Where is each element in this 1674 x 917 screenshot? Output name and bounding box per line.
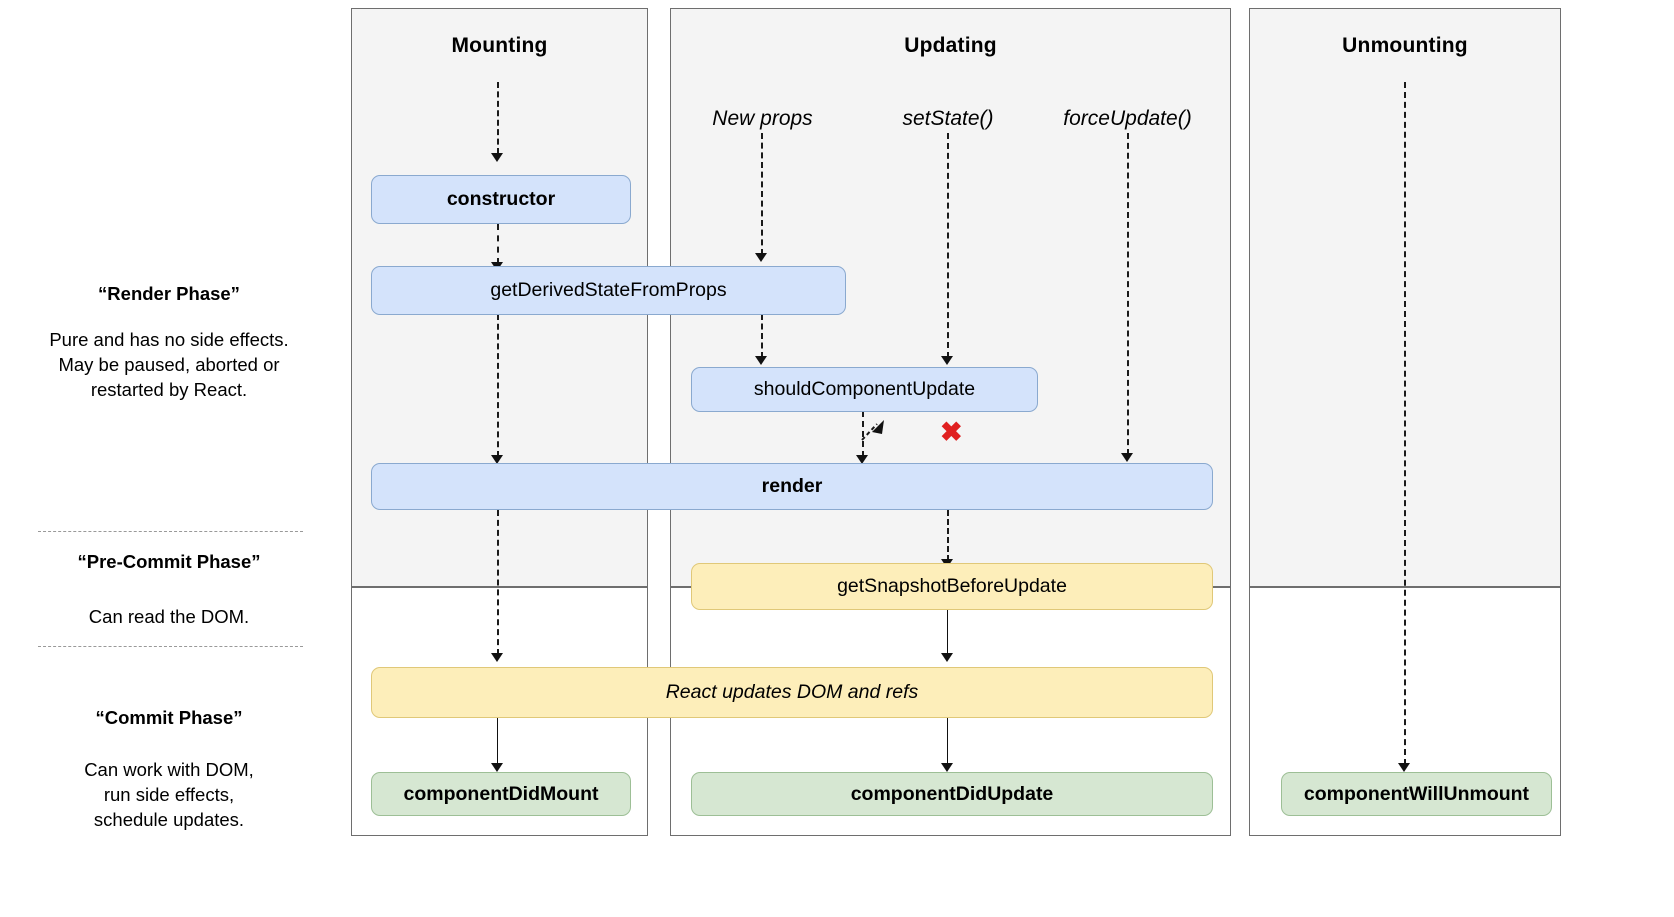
connector-react-updates-to-cdm [497,718,498,765]
skip-render-x-icon: ✖ [940,417,963,447]
connector-new-props [761,133,763,255]
phase-heading-render: “Render Phase” [98,283,240,304]
arrowhead-mount-constructor [491,153,503,162]
phase-body-commit: Can work with DOM, run side effects, sch… [84,759,254,830]
connector-skip-render-branch [861,420,884,441]
arrowhead-render-from-scu [856,455,868,464]
connector-set-state [947,133,949,358]
arrowhead-scu-from-props [755,356,767,365]
phase-divider-1 [38,531,303,532]
arrowhead-render-mounting [491,455,503,464]
phase-divider-2 [38,646,303,647]
connector-gdsfp-to-render [497,314,499,457]
node-component-did-update[interactable]: componentDidUpdate [691,772,1213,816]
arrowhead-react-updates-mounting [491,653,503,662]
node-render[interactable]: render [371,463,1213,510]
connector-gdsfp-to-scu [761,314,763,358]
trigger-label-force-update: forceUpdate() [1063,107,1192,130]
column-title-unmounting: Unmounting [1342,34,1468,57]
connector-constructor-to-gdsfp [497,224,499,264]
node-component-did-mount[interactable]: componentDidMount [371,772,631,816]
connector-render-to-commit-mounting [497,510,499,655]
arrowhead-component-did-mount [491,763,503,772]
trigger-label-set-state: setState() [902,107,994,130]
arrowhead-scu-from-setstate [941,356,953,365]
connector-react-updates-to-cdu [947,718,948,765]
connector-unmounting [1404,82,1406,765]
phase-heading-commit: “Commit Phase” [95,707,243,728]
column-title-mounting: Mounting [451,34,548,57]
connector-mount-top [497,82,499,154]
phase-body-render: Pure and has no side effects. May be pau… [49,329,289,400]
arrowhead-new-props-gdsfp [755,253,767,262]
connector-scu-to-render [862,411,864,457]
arrowhead-react-updates-updating [941,653,953,662]
connector-render-to-snapshot [947,510,949,561]
node-component-will-unmount[interactable]: componentWillUnmount [1281,772,1552,816]
phase-body-pre-commit: Can read the DOM. [88,606,250,627]
node-constructor[interactable]: constructor [371,175,631,224]
node-should-component-update[interactable]: shouldComponentUpdate [691,367,1038,412]
phase-heading-pre-commit: “Pre-Commit Phase” [77,551,261,572]
node-get-derived-state-from-props[interactable]: getDerivedStateFromProps [371,266,846,315]
arrowhead-component-did-update [941,763,953,772]
trigger-label-new-props: New props [712,107,813,130]
arrowhead-component-will-unmount [1398,763,1410,772]
connector-force-update [1127,133,1129,455]
node-get-snapshot-before-update[interactable]: getSnapshotBeforeUpdate [691,563,1213,610]
column-title-updating: Updating [904,34,997,57]
arrowhead-render-from-forceupdate [1121,453,1133,462]
node-react-updates-dom-and-refs[interactable]: React updates DOM and refs [371,667,1213,718]
connector-snapshot-to-react-updates [947,610,948,655]
